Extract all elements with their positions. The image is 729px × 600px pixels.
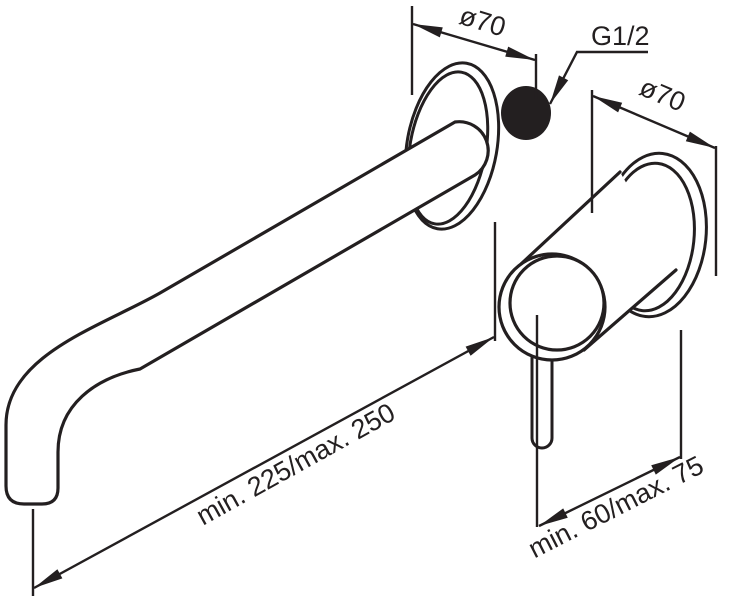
valve-cap-face <box>508 254 606 352</box>
leader-line-thread <box>548 50 648 105</box>
dimension-line-valve-projection <box>538 455 681 528</box>
dimension-line-spout-projection <box>33 335 495 590</box>
valve-body-edge-bottom <box>582 268 678 352</box>
spout-flange-diameter-label: ø70 <box>456 0 509 42</box>
thread-size-label: G1/2 <box>591 21 650 51</box>
dimension-line-valve-flange <box>592 94 716 150</box>
valve-projection-label: min. 60/max. 75 <box>524 450 709 564</box>
thread-nipple-shape <box>501 86 551 140</box>
spout-outline <box>4 120 490 506</box>
valve-body-edge-top <box>519 170 622 266</box>
valve-flange-diameter-label: ø70 <box>635 72 690 118</box>
dimension-line-spout-flange <box>412 22 536 62</box>
spout-projection-label: min. 225/max. 250 <box>191 397 400 531</box>
